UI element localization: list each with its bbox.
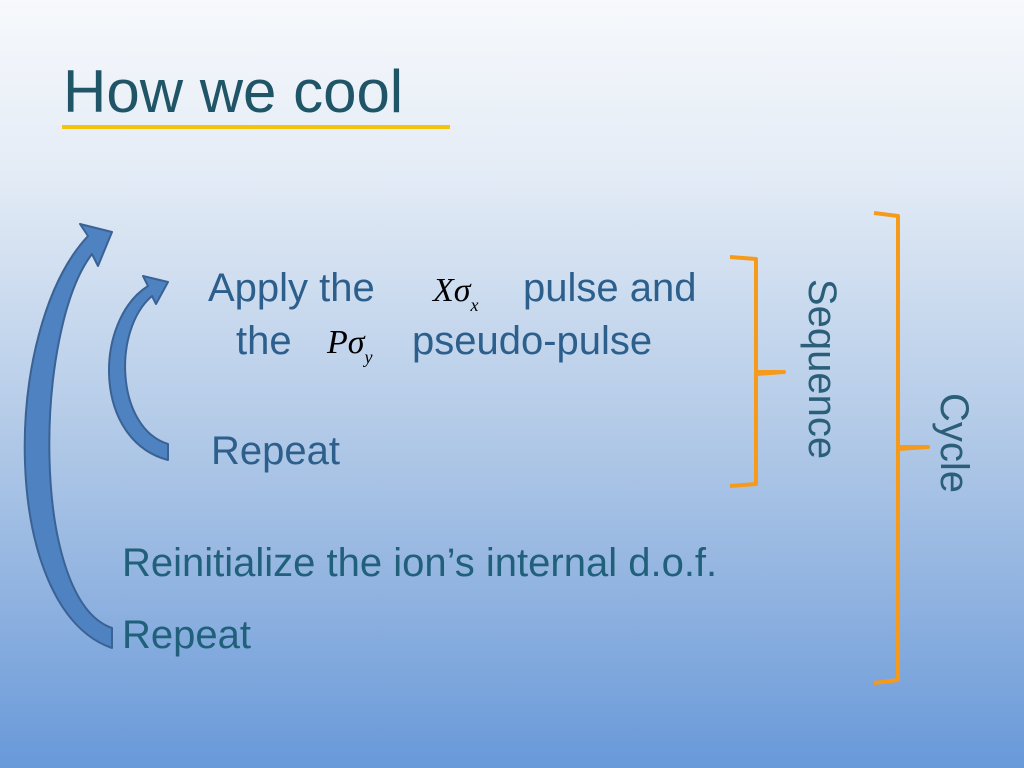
sequence-bracket	[729, 255, 786, 488]
p-sigma-main: Pσ	[327, 324, 365, 361]
apply-prefix-text: Apply the	[208, 266, 375, 310]
title-underline	[62, 125, 450, 129]
cycle-label: Cycle	[932, 392, 976, 494]
the-text: the	[236, 319, 292, 363]
p-sigma-y-math: Pσy	[327, 324, 373, 367]
page-title: How we cool	[63, 58, 404, 125]
sequence-label: Sequence	[800, 278, 844, 460]
inner-repeat-text: Repeat	[211, 429, 340, 473]
pseudo-pulse-text: pseudo-pulse	[412, 319, 653, 363]
pulse-and-text: pulse and	[523, 266, 697, 310]
outer-repeat-text: Repeat	[122, 613, 251, 657]
inner-loop-arrow-icon	[108, 275, 169, 461]
x-sigma-x-math: Xσx	[433, 272, 479, 315]
p-sigma-sub: y	[364, 347, 373, 367]
cycle-bracket	[873, 211, 930, 685]
outer-loop-arrow-icon	[23, 223, 113, 649]
reinitialize-text: Reinitialize the ion’s internal d.o.f.	[122, 541, 718, 585]
x-sigma-sub: x	[470, 295, 479, 315]
x-sigma-main: Xσ	[433, 272, 471, 309]
